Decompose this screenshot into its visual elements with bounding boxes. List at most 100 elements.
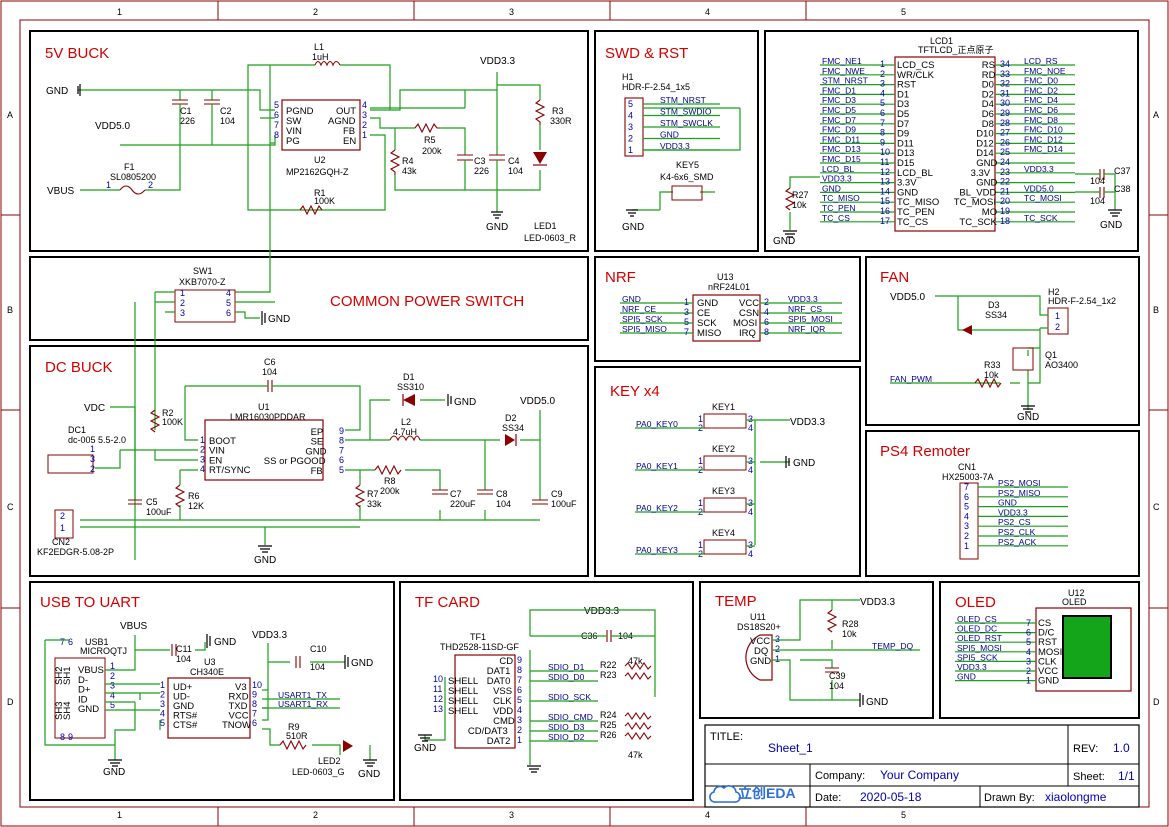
u3-right-pin-name: VCC [229, 711, 249, 722]
tf1-pin-number: 4 [517, 705, 522, 715]
lcd-left-net: FMC_NE1 [822, 56, 862, 66]
tf1-pin-number: 7 [517, 675, 522, 685]
r3-ref: R3 [552, 106, 564, 116]
nrf-left-pin-name: GND [697, 298, 718, 309]
key-ref: KEY2 [712, 444, 735, 454]
ps4-net-label: VDD3.3 [998, 507, 1028, 517]
tf-resistor-ref: R22 [600, 660, 617, 670]
lcd-right-pin-name: D8 [982, 119, 994, 130]
lcd-right-pin-name: GND [976, 158, 997, 169]
f1-ref: F1 [124, 162, 135, 172]
frame-col-label-top: 3 [509, 7, 514, 17]
u2-body [281, 99, 361, 151]
swd-net-label: GND [660, 130, 679, 140]
oled-pin-name: CLK [1038, 656, 1057, 667]
lcd-right-net: TC_MOSI [1024, 193, 1062, 203]
svg-text:1: 1 [1055, 311, 1060, 321]
sheet-title: Sheet_1 [768, 741, 813, 755]
ps4-net-label: PS2_CLK [998, 527, 1036, 537]
key-ref: KEY4 [712, 528, 735, 538]
lcd-left-pin-name: D1 [897, 89, 909, 100]
tf1-shell-pin-name: SHELL [448, 696, 478, 707]
r4-value: 43k [402, 166, 417, 176]
swd-net-label: VDD3.3 [660, 141, 690, 151]
lcd-left-net: FMC_D9 [822, 125, 856, 135]
u1-right-pin-number: 5 [339, 465, 344, 475]
c4-ref: C4 [508, 156, 520, 166]
lcd-left-pin-name: D5 [897, 109, 909, 120]
nrf-left-pin-name: MISO [697, 328, 721, 339]
block-title: FAN [880, 269, 909, 286]
d1-ref: D1 [403, 372, 415, 382]
lcd-left-net: TC_PEN [822, 203, 856, 213]
dc-vdd50: VDD5.0 [520, 396, 555, 407]
svg-text:2: 2 [90, 464, 95, 474]
svg-text:5: 5 [226, 298, 231, 308]
c3-ref: C3 [474, 156, 486, 166]
key-pin-number: 3 [748, 456, 753, 466]
fan-pwm-net: FAN_PWM [890, 374, 932, 384]
usart1-tx: USART1_TX [278, 690, 327, 700]
tf1-body [454, 654, 516, 749]
tf1-ref: TF1 [470, 632, 486, 642]
r27-ref: R27 [792, 190, 809, 200]
lcd-left-net: FMC_D7 [822, 115, 856, 125]
fan-vdd50: VDD5.0 [890, 292, 925, 303]
cn2-ref: CN2 [52, 537, 70, 547]
frame-col-label-bottom: 4 [705, 810, 710, 820]
r4-ref: R4 [402, 156, 414, 166]
u2-pin-fb: FB [343, 126, 355, 137]
lcd-left-net: GND [822, 183, 841, 193]
u1-left-pin-number: 3 [200, 454, 205, 464]
u1-right-pin-number: 6 [339, 455, 344, 465]
usb1-pin-number: 3 [110, 681, 115, 691]
svg-text:4: 4 [362, 100, 367, 110]
usb1-pin-name: GND [78, 704, 99, 715]
u2-value: MP2162GQH-Z [286, 167, 349, 177]
frame-col-label-bottom: 3 [509, 810, 514, 820]
keys-gnd: GND [793, 458, 815, 469]
usb1-shell-pin: SH3 [54, 702, 65, 720]
svg-text:4: 4 [226, 288, 231, 298]
u3-left-pin-name: GND [173, 701, 194, 712]
u3-right-pin-number: 9 [252, 690, 257, 700]
r6-value: 12K [188, 501, 204, 511]
u11-value: DS18S20+ [737, 622, 781, 632]
u1-right-pin-name: FB [311, 466, 323, 477]
key5-value: K4-6x6_SMD [660, 172, 714, 182]
ps4-net-label: PS2_MOSI [998, 478, 1041, 488]
c37-value: 104 [1090, 176, 1105, 186]
h1-pin-number: 2 [628, 134, 633, 144]
lcd-left-pin-number: 1 [880, 59, 885, 69]
cn1-pin-number: 7 [964, 482, 969, 492]
lcd1-value: TFTLCD_正点原子 [918, 45, 994, 55]
lcd-right-pin-name: MO [982, 207, 997, 218]
title-label: TITLE: [710, 731, 743, 743]
lcd-right-pin-name: D6 [982, 109, 994, 120]
tf-net-label: SDIO_SCK [548, 692, 591, 702]
block-5v-buck-border [29, 30, 589, 252]
lcd-left-pin-number: 17 [880, 216, 890, 226]
f1-value: SL0805200 [110, 172, 156, 182]
c10-value: 104 [310, 662, 325, 672]
u1-right-pin-number: 8 [339, 436, 344, 446]
tf-resistor-ref: R26 [600, 730, 617, 740]
u11-pin-dq: DQ [754, 646, 768, 657]
u2-pin-sw: SW [286, 116, 301, 127]
u12-value: OLED [1062, 597, 1087, 607]
tf-gnd: GND [414, 743, 436, 754]
r28-value: 10k [842, 629, 857, 639]
svg-text:1: 1 [362, 130, 367, 140]
u3-left-pin-number: 1 [160, 680, 165, 690]
u3-right-pin-number: 8 [252, 699, 257, 709]
block-oled-border [939, 581, 1140, 719]
key-pin-number: 1 [698, 540, 703, 550]
lcd-right-pin-number: 18 [1000, 216, 1010, 226]
oled-pin-number: 1 [1026, 676, 1031, 686]
nrf-right-pin-name: CSN [739, 308, 759, 319]
key-net-label: PA0_KEY0 [636, 419, 678, 429]
r9-ref: R9 [288, 722, 300, 732]
